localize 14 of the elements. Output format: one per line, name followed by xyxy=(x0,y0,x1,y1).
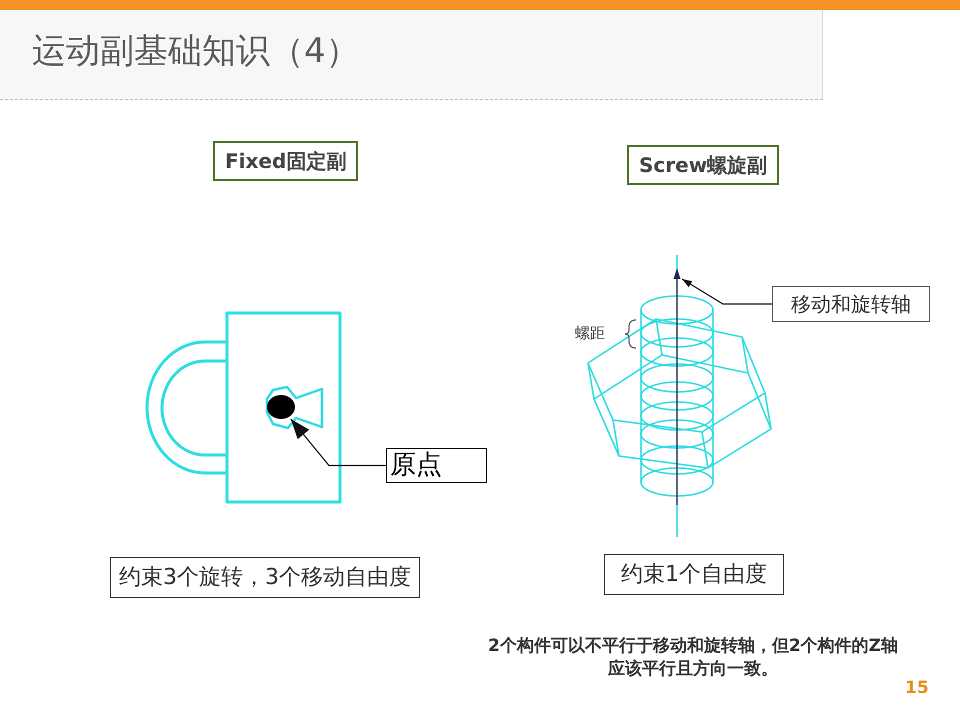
origin-dot xyxy=(267,395,295,419)
axis-arrow xyxy=(672,255,682,537)
heading-box: Fixed固定副 xyxy=(213,141,358,181)
leader-line xyxy=(290,418,386,466)
page-number: 15 xyxy=(905,677,929,699)
caption-box: 约束1个自由度 xyxy=(604,554,784,595)
bracket-label: 螺距 xyxy=(575,323,605,343)
slide-title: 运动副基础知识（4） xyxy=(32,30,360,72)
caption-box: 约束3个旋转，3个移动自由度 xyxy=(110,557,420,598)
heading-box: Screw螺旋副 xyxy=(627,145,780,185)
callout-box: 原点 xyxy=(386,448,487,483)
callout-box: 移动和旋转轴 xyxy=(772,286,930,322)
note-text: 2个构件可以不平行于移动和旋转轴，但2个构件的Z轴应该平行且方向一致。 xyxy=(487,635,899,681)
leader-line xyxy=(682,278,772,305)
